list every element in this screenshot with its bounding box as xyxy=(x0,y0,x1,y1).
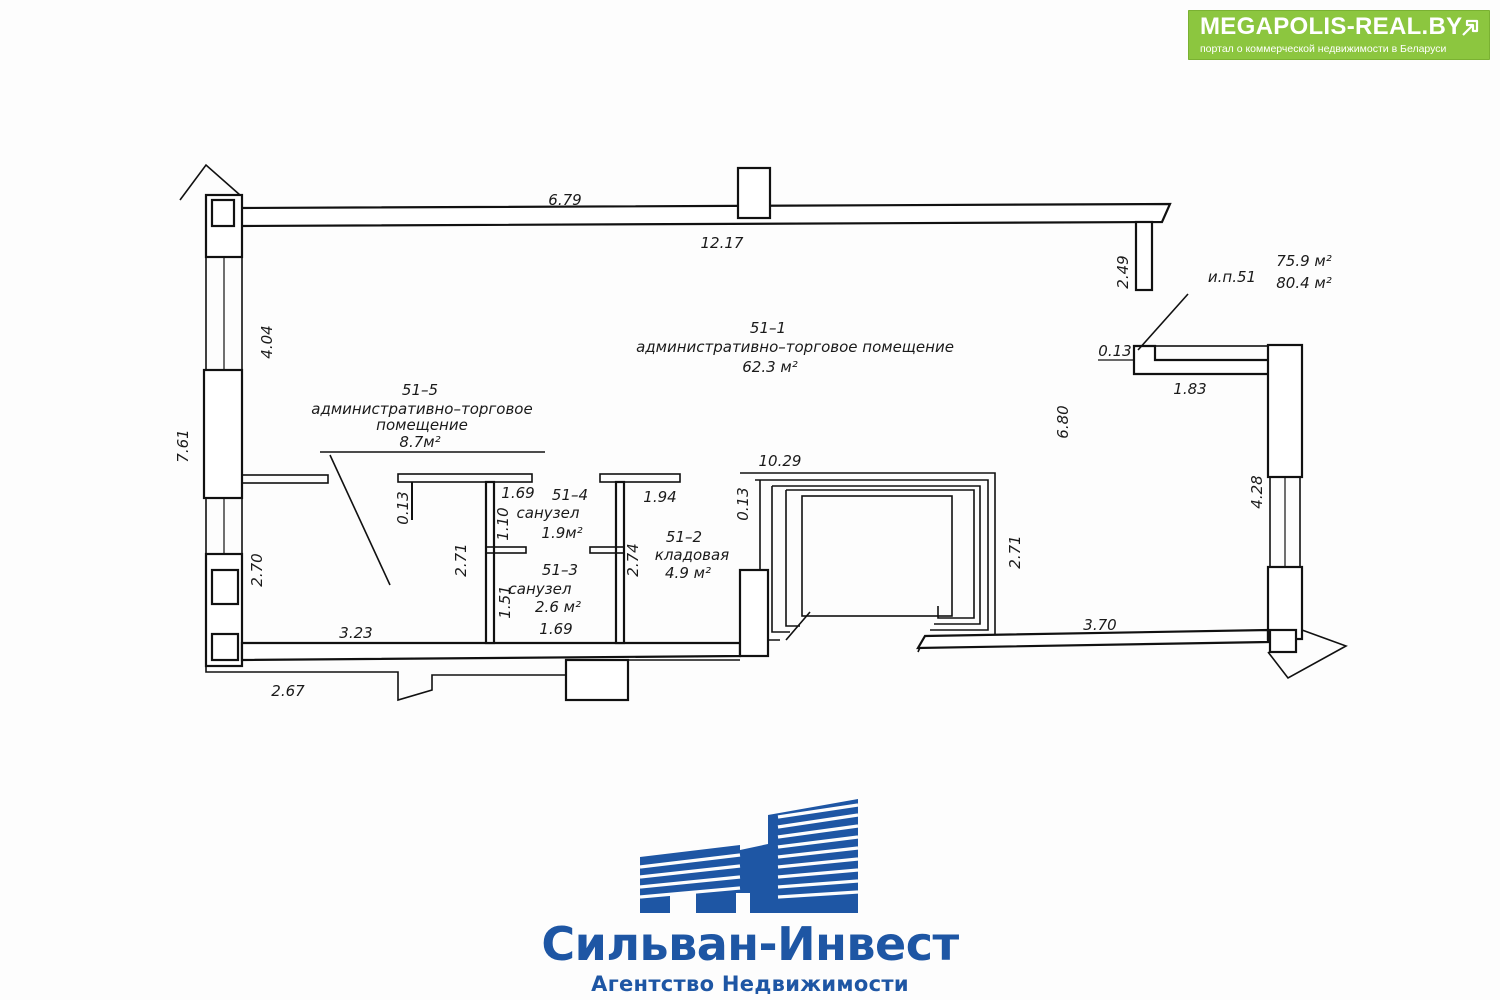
right-corner-inner xyxy=(1268,628,1298,654)
agency-logo xyxy=(639,799,859,913)
dim-top-1217: 12.17 xyxy=(701,234,744,252)
stair-outer xyxy=(740,472,996,653)
storage-top-wall xyxy=(599,473,681,483)
agency-subtitle: Агентство Недвижимости xyxy=(591,972,909,996)
wc-mid-wall xyxy=(485,546,527,554)
wc-mid-wall-2 xyxy=(589,546,625,554)
site-tagline: портал о коммерческой недвижимости в Бел… xyxy=(1200,43,1447,55)
room-51-5-name-1: административно–торговое xyxy=(311,400,532,418)
top-pillar xyxy=(736,166,772,220)
dim-center-680: 6.80 xyxy=(1054,405,1072,438)
stair-line-4 xyxy=(786,489,975,619)
right-stub-wall xyxy=(1134,220,1154,292)
bottom-step xyxy=(564,658,630,702)
dim-bottom-370: 3.70 xyxy=(1083,616,1116,634)
room-51-1-id: 51–1 xyxy=(750,319,786,337)
dim-wc-013: 0.13 xyxy=(394,491,412,524)
corner-bottom-right xyxy=(1267,629,1348,680)
agency-name: Сильван-Инвест xyxy=(541,917,959,971)
dim-right-013: 0.13 xyxy=(1098,342,1131,360)
room-51-2-area: 4.9 м² xyxy=(665,564,711,582)
site-badge[interactable]: MEGAPOLIS-REAL.BY портал о коммерческой … xyxy=(1188,10,1490,60)
room-51-5-area: 8.7м² xyxy=(399,433,440,451)
dim-st-013: 0.13 xyxy=(734,487,752,520)
right-top-wall-fill xyxy=(1132,344,1272,376)
stair-line-2 xyxy=(755,479,989,631)
left-bottom-inner-2 xyxy=(210,632,240,662)
left-partition xyxy=(241,474,329,484)
top-wall xyxy=(238,202,1172,228)
unit-label: и.п.51 xyxy=(1208,268,1256,286)
dim-right-183: 1.83 xyxy=(1173,380,1206,398)
wc-divider-1 xyxy=(484,480,496,645)
left-bottom-inner-1 xyxy=(210,568,240,606)
dim-center-1029: 10.29 xyxy=(759,452,802,470)
wc-top-wall xyxy=(397,473,533,483)
dim-wc-110: 1.10 xyxy=(494,507,512,540)
site-name: MEGAPOLIS-REAL.BY xyxy=(1200,13,1463,40)
area-total-1: 75.9 м² xyxy=(1276,252,1332,270)
stair-line-3 xyxy=(772,485,981,625)
room-51-2-name: кладовая xyxy=(655,546,729,564)
dim-st-194: 1.94 xyxy=(643,488,676,506)
room-51-3-id: 51–3 xyxy=(542,561,578,579)
room-51-3-name: санузел xyxy=(509,580,572,598)
dim-left-270: 2.70 xyxy=(248,553,266,586)
dim-right-249: 2.49 xyxy=(1114,255,1132,288)
arrow-icon xyxy=(1462,19,1479,36)
dim-left-761: 7.61 xyxy=(174,429,192,462)
dim-wc-271: 2.71 xyxy=(452,543,470,576)
dim-top-679: 6.79 xyxy=(548,191,581,209)
right-pier-top xyxy=(1266,343,1304,479)
stair-opening xyxy=(801,495,953,617)
room-51-4-id: 51–4 xyxy=(552,486,588,504)
dim-right-428: 4.28 xyxy=(1248,475,1266,508)
dim-left-404: 4.04 xyxy=(258,325,276,358)
room-51-5-name-2: помещение xyxy=(376,416,468,434)
room-51-1-area: 62.3 м² xyxy=(742,358,798,376)
dim-bottom-267: 2.67 xyxy=(271,682,305,700)
dim-bottom-323: 3.23 xyxy=(339,624,372,642)
dim-wc-274: 2.74 xyxy=(624,543,642,576)
room-51-1-name: административно–торговое помещение xyxy=(636,338,954,356)
wc-divider-2 xyxy=(614,480,626,645)
dim-center-271: 2.71 xyxy=(1006,535,1024,568)
left-pier xyxy=(202,368,244,500)
room-51-5-id: 51–5 xyxy=(402,381,438,399)
dim-wc-151: 1.51 xyxy=(496,585,514,618)
dim-wc-169a: 1.69 xyxy=(501,484,534,502)
dim-wc-169b: 1.69 xyxy=(539,620,572,638)
bottom-wall-right xyxy=(916,628,1270,650)
leader-unit xyxy=(1137,293,1189,351)
left-corner-inner xyxy=(210,198,236,228)
room-51-4-area: 1.9м² xyxy=(541,524,582,542)
bottom-wall-left xyxy=(240,641,742,662)
right-pier-bottom xyxy=(1266,565,1304,641)
room-51-4-name: санузел xyxy=(517,504,580,522)
room-51-3-area: 2.6 м² xyxy=(535,598,581,616)
room-51-2-id: 51–2 xyxy=(666,528,702,546)
area-total-2: 80.4 м² xyxy=(1276,274,1332,292)
stair-pillar xyxy=(738,568,770,658)
